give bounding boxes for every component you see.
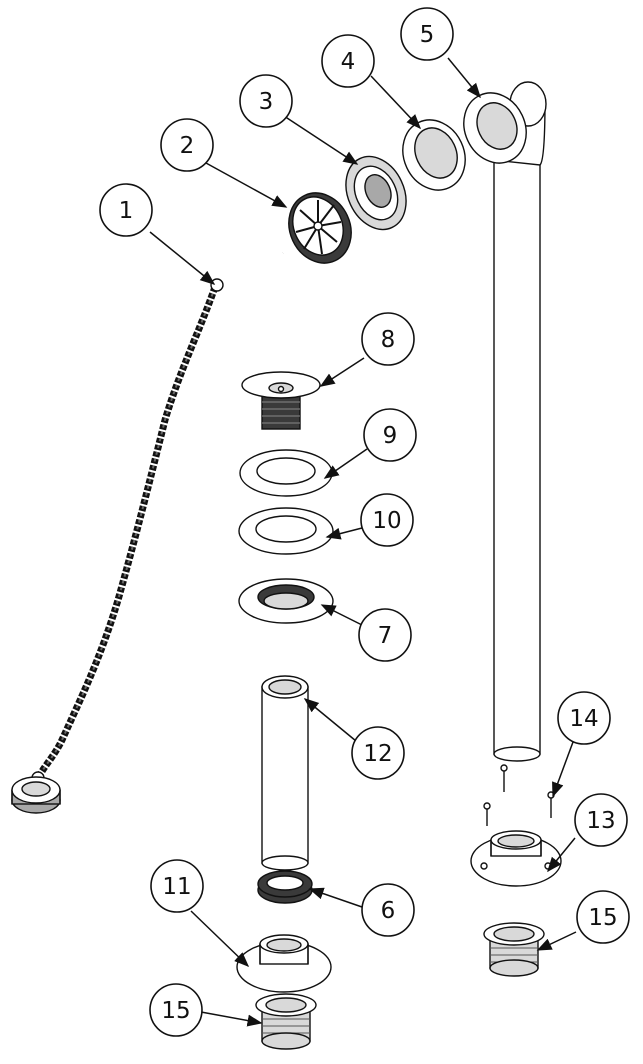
part-14-screws xyxy=(483,764,555,826)
callout-15-right-label: 15 xyxy=(588,905,617,931)
callout-11: 11 xyxy=(150,859,204,913)
part-2-strainer xyxy=(288,192,352,264)
callout-15-right: 15 xyxy=(576,890,630,944)
callout-9-label: 9 xyxy=(383,423,398,449)
callout-10-label: 10 xyxy=(372,508,401,534)
part-7-locknut xyxy=(238,578,334,624)
part-9-washer xyxy=(239,449,333,497)
callout-6: 6 xyxy=(361,883,415,937)
callout-3: 3 xyxy=(239,74,293,128)
part-8-drain-body xyxy=(241,371,321,430)
callout-4-label: 4 xyxy=(341,49,356,75)
callout-1: 1 xyxy=(99,183,153,237)
callout-6-label: 6 xyxy=(381,898,396,924)
callout-3-label: 3 xyxy=(259,89,274,115)
part-3-flange xyxy=(345,155,407,231)
callout-5: 5 xyxy=(400,7,454,61)
callout-14: 14 xyxy=(557,691,611,745)
part-5-overflow-elbow-tube xyxy=(463,81,547,762)
part-11-flange xyxy=(236,934,332,993)
callout-12-label: 12 xyxy=(363,741,392,767)
callout-11-label: 11 xyxy=(162,874,191,900)
callout-7-label: 7 xyxy=(378,623,393,649)
part-13-overflow-flange xyxy=(470,830,562,887)
part-4-gasket xyxy=(402,119,466,191)
callout-14-label: 14 xyxy=(569,706,598,732)
callout-10: 10 xyxy=(360,493,414,547)
part-10-washer xyxy=(238,507,334,555)
callout-12: 12 xyxy=(351,726,405,780)
callout-15-left: 15 xyxy=(149,983,203,1037)
callout-2: 2 xyxy=(160,118,214,172)
callout-1-label: 1 xyxy=(119,198,134,224)
part-1-chain-stopper xyxy=(11,251,284,814)
part-12-tailpiece xyxy=(261,675,309,871)
callout-13: 13 xyxy=(574,793,628,847)
part-15-adapter-left xyxy=(255,993,317,1050)
callout-8: 8 xyxy=(361,312,415,366)
callout-9: 9 xyxy=(363,408,417,462)
callout-15-left-label: 15 xyxy=(161,998,190,1024)
callout-5-label: 5 xyxy=(420,22,435,48)
callout-4: 4 xyxy=(321,34,375,88)
callout-13-label: 13 xyxy=(586,808,615,834)
part-6-slip-nut xyxy=(257,870,313,904)
part-15-adapter-right xyxy=(483,922,545,977)
callout-7: 7 xyxy=(358,608,412,662)
leader-lines xyxy=(149,57,577,1027)
callout-2-label: 2 xyxy=(180,133,195,159)
callout-8-label: 8 xyxy=(381,327,396,353)
